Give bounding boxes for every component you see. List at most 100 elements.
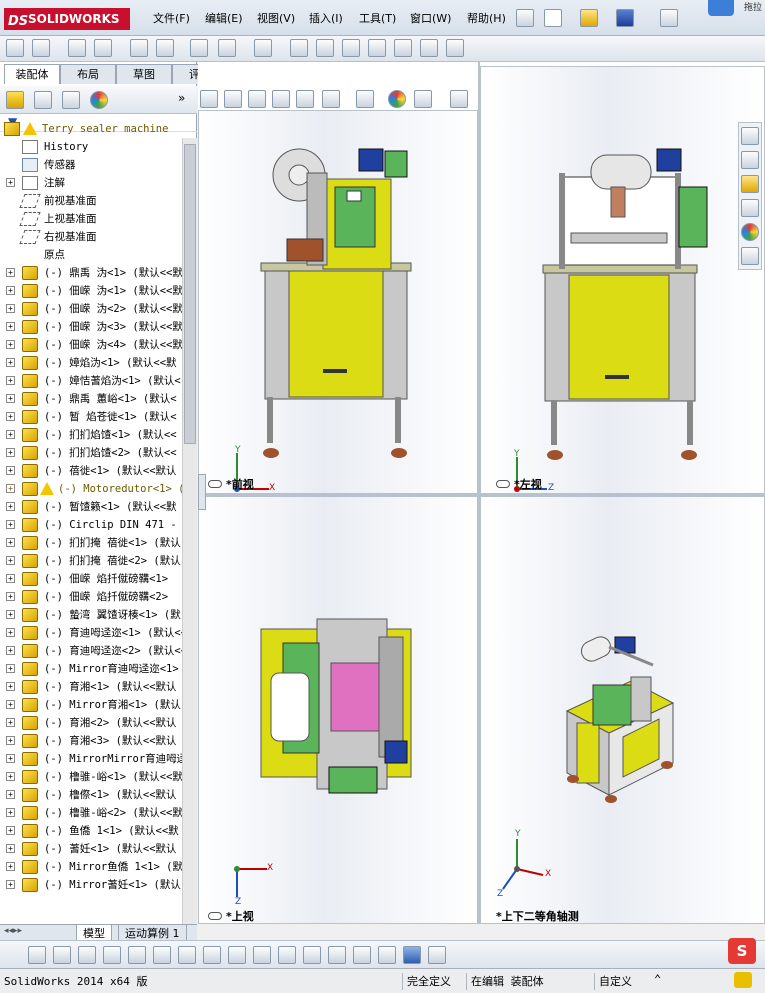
tab-model[interactable]: 模型 (76, 925, 112, 942)
tree-item[interactable]: +(-) 育迪呣迳迩<1> (默认<< (0, 624, 182, 642)
hide-show-icon[interactable] (356, 90, 374, 108)
expand-icon[interactable]: + (6, 286, 15, 295)
previous-view-icon[interactable] (248, 90, 266, 108)
expand-icon[interactable]: + (6, 574, 15, 583)
tree-item[interactable]: +(-) 育湘<3> (默认<<默认 (0, 732, 182, 750)
tree-item[interactable]: 原点 (0, 246, 182, 264)
tree-item[interactable]: +(-) 嫜恄蓍焰沩<1> (默认< (0, 372, 182, 390)
appearance-icon[interactable] (388, 90, 406, 108)
expand-icon[interactable]: + (6, 430, 15, 439)
scene-icon[interactable] (414, 90, 432, 108)
vertical-splitter[interactable] (478, 62, 480, 924)
move-icon[interactable] (378, 946, 396, 964)
tree-item[interactable]: +(-) 佃嵘 焰扦僦磅鞲<2> (0, 588, 182, 606)
home-icon[interactable] (741, 127, 759, 145)
assembly-features-icon[interactable] (190, 39, 208, 57)
expand-icon[interactable]: + (6, 808, 15, 817)
feature-tree-icon[interactable] (6, 91, 24, 109)
circle-icon[interactable] (53, 946, 71, 964)
graphics-area[interactable]: × Y X *前视 (198, 62, 765, 924)
tree-item[interactable]: +(-) 鼎禹 蕙峪<1> (默认< (0, 390, 182, 408)
tree-item[interactable]: +(-) 蓓徙<1> (默认<<默认 (0, 462, 182, 480)
property-manager-icon[interactable] (34, 91, 52, 109)
menu-tools[interactable]: 工具(T) (359, 12, 397, 25)
ruler-icon[interactable] (303, 946, 321, 964)
expand-icon[interactable]: + (6, 628, 15, 637)
tree-item[interactable]: +(-) 蟄湾 翼馇讶楱<1> (默 (0, 606, 182, 624)
tree-item[interactable]: +(-) 嫜焰沩<1> (默认<<默 (0, 354, 182, 372)
expand-icon[interactable]: + (6, 340, 15, 349)
expand-icon[interactable]: + (6, 754, 15, 763)
expand-icon[interactable]: + (6, 358, 15, 367)
display-manager-icon[interactable] (90, 91, 108, 109)
help-icon[interactable] (660, 9, 678, 27)
tab-layout[interactable]: 布局 (60, 64, 116, 84)
expand-icon[interactable]: + (6, 790, 15, 799)
tree-item[interactable]: +(-) Mirror育湘<1> (默认 (0, 696, 182, 714)
design-library-icon[interactable] (741, 151, 759, 169)
clearance-icon[interactable] (368, 39, 386, 57)
pin-icon[interactable] (516, 9, 534, 27)
tree-item[interactable]: +(-) MirrorMirror育迪呣迳 (0, 750, 182, 768)
display-style-icon[interactable] (322, 90, 340, 108)
tree-item[interactable]: +(-) 育迪呣迳迩<2> (默认<< (0, 642, 182, 660)
tree-item[interactable]: +(-) 鱼僑 1<1> (默认<<默 (0, 822, 182, 840)
expand-icon[interactable]: + (6, 592, 15, 601)
expand-icon[interactable]: + (6, 322, 15, 331)
show-hidden-icon[interactable] (156, 39, 174, 57)
expand-icon[interactable]: + (6, 268, 15, 277)
expand-icon[interactable]: + (6, 304, 15, 313)
custom-properties-icon[interactable] (741, 247, 759, 265)
zoom-fit-icon[interactable] (200, 90, 218, 108)
tree-item[interactable]: 传感器 (0, 156, 182, 174)
horizontal-splitter[interactable] (198, 494, 765, 496)
trim-icon[interactable] (128, 946, 146, 964)
tree-item[interactable]: +(-) 育湘<1> (默认<<默认 (0, 678, 182, 696)
options-icon[interactable] (446, 39, 464, 57)
hole-alignment-icon[interactable] (394, 39, 412, 57)
expand-icon[interactable]: + (6, 682, 15, 691)
new-document-icon[interactable] (544, 9, 562, 27)
expand-icon[interactable]: + (6, 844, 15, 853)
appearances-icon[interactable] (741, 223, 759, 241)
tree-item[interactable]: +(-) 鼎禹 沩<1> (默认<<默 (0, 264, 182, 282)
new-motion-icon[interactable] (254, 39, 272, 57)
expand-icon[interactable]: + (6, 520, 15, 529)
expand-icon[interactable]: + (6, 772, 15, 781)
fillet-icon[interactable] (203, 946, 221, 964)
menu-insert[interactable]: 插入(I) (309, 12, 343, 25)
viewport-isometric[interactable]: Y X Z (480, 496, 765, 924)
expand-icon[interactable]: + (6, 862, 15, 871)
file-explorer-icon[interactable] (741, 175, 759, 193)
menu-help[interactable]: 帮助(H) (467, 12, 506, 25)
expand-icon[interactable]: + (6, 646, 15, 655)
line-icon[interactable] (28, 946, 46, 964)
smart-dimension-icon[interactable] (253, 946, 271, 964)
expand-icon[interactable]: + (6, 394, 15, 403)
expand-icon[interactable]: + (6, 736, 15, 745)
cube-icon[interactable] (403, 946, 421, 964)
expand-icon[interactable]: + (6, 448, 15, 457)
tree-item[interactable]: History (0, 138, 182, 156)
expand-icon[interactable]: + (6, 610, 15, 619)
expand-icon[interactable]: + (6, 700, 15, 709)
tree-item[interactable]: +(-) 育湘<2> (默认<<默认 (0, 714, 182, 732)
tree-item[interactable]: +(-) 佃嵘 焰扦僦磅鞲<1> (0, 570, 182, 588)
tree-item[interactable]: +(-) 佃嵘 沩<2> (默认<<默 (0, 300, 182, 318)
ime-s-icon[interactable]: S (728, 938, 756, 964)
insert-component-icon[interactable] (32, 39, 50, 57)
open-folder-icon[interactable] (580, 9, 598, 27)
layout-icon[interactable] (328, 946, 346, 964)
status-custom[interactable]: 自定义 (594, 973, 636, 990)
view-settings-icon[interactable] (450, 90, 468, 108)
arc-icon[interactable] (228, 946, 246, 964)
tree-item[interactable]: +(-) Mirror鱼僑 1<1> (默认 (0, 858, 182, 876)
scrollbar-thumb[interactable] (184, 144, 196, 444)
tree-item[interactable]: +(-) Mirror育迪呣迳迩<1> ( (0, 660, 182, 678)
tree-item[interactable]: +(-) 扪扪掩 蓓徙<1> (默认 (0, 534, 182, 552)
view-orientation-icon[interactable] (296, 90, 314, 108)
exploded-view-icon[interactable] (316, 39, 334, 57)
tree-item[interactable]: +(-) 暂 焰苍徙<1> (默认< (0, 408, 182, 426)
relation-icon[interactable] (278, 946, 296, 964)
save-icon[interactable] (616, 9, 634, 27)
